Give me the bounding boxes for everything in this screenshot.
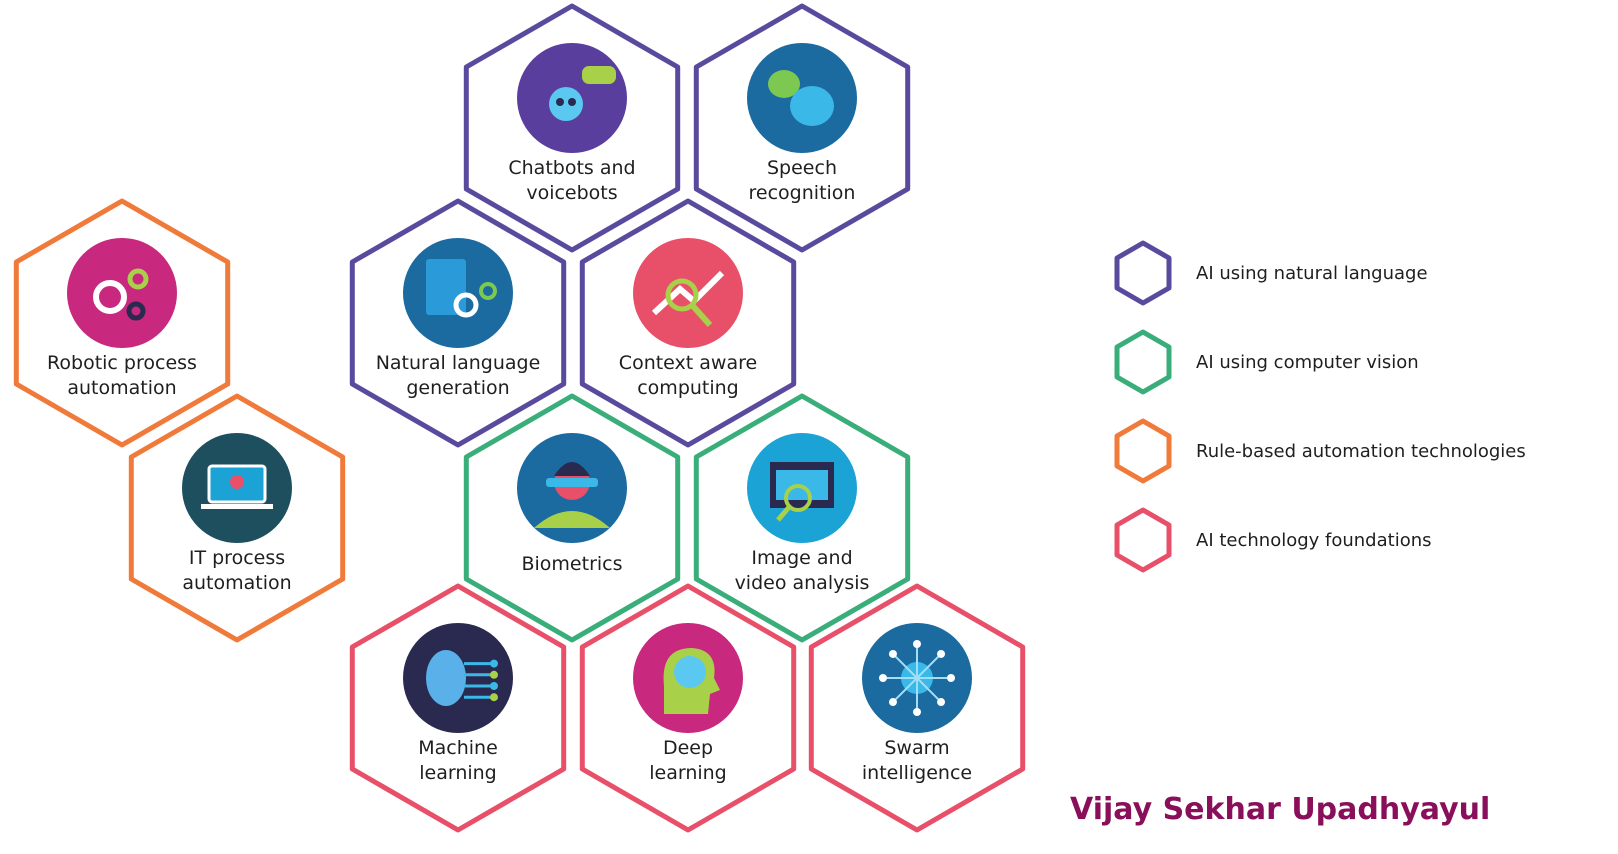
hexagon-label: Biometrics (521, 553, 622, 575)
film-magnifier-icon (747, 433, 857, 543)
face-scan-icon (517, 433, 627, 543)
legend-label: AI technology foundations (1196, 530, 1432, 551)
legend-hexagon-icon (1114, 329, 1172, 395)
head-brain-icon (633, 623, 743, 733)
hexagon-label: Speech (767, 157, 837, 179)
hexagon-label: Chatbots and (508, 157, 635, 179)
hexagon-label: Machine (418, 737, 498, 759)
legend-label: AI using computer vision (1196, 352, 1419, 373)
hexagon-label: automation (182, 572, 291, 594)
document-gears-icon (403, 238, 513, 348)
speech-bubbles-icon (747, 43, 857, 153)
hexagon-label: IT process (189, 547, 285, 569)
hexagon-biometrics: Biometrics (463, 393, 681, 643)
hexagon-context: Context aware computing (579, 198, 797, 448)
hexagon-label: Robotic process (47, 352, 197, 374)
hexagon-label: Natural language (376, 352, 541, 374)
legend-hexagon-icon (1114, 507, 1172, 573)
legend-hexagon-icon (1114, 240, 1172, 306)
legend-label: Rule-based automation technologies (1196, 441, 1526, 462)
brain-circuit-icon (403, 623, 513, 733)
hexagon-label: automation (67, 377, 176, 399)
hexagon-label: learning (649, 762, 727, 784)
hexagon-label: Image and (751, 547, 852, 569)
gears-icon (67, 238, 177, 348)
hexagon-swarm: Swarm intelligence (808, 583, 1026, 833)
hexagon-nlg: Natural language generation (349, 198, 567, 448)
hexagon-chatbots: Chatbots and voicebots (463, 3, 681, 253)
hexagon-ml: Machine learning (349, 583, 567, 833)
magnifier-chart-icon (633, 238, 743, 348)
hexagon-dl: Deep learning (579, 583, 797, 833)
hexagon-itpa: IT process automation (128, 393, 346, 643)
laptop-bulb-icon (182, 433, 292, 543)
hexagon-label: Context aware (619, 352, 757, 374)
hexagon-speech: Speech recognition (693, 3, 911, 253)
legend-item-found: AI technology foundations (1114, 507, 1432, 573)
hexagon-label: generation (406, 377, 509, 399)
legend: AI using natural language AI using comput… (1114, 240, 1526, 573)
legend-item-nl: AI using natural language (1114, 240, 1428, 306)
hexagon-image: Image and video analysis (693, 393, 911, 643)
author-name: Vijay Sekhar Upadhyayul (1070, 792, 1491, 827)
legend-item-rule: Rule-based automation technologies (1114, 418, 1526, 484)
hexagon-label: voicebots (526, 182, 617, 204)
hexagon-label: learning (419, 762, 497, 784)
hexagon-label: recognition (749, 182, 856, 204)
legend-label: AI using natural language (1196, 263, 1428, 284)
hexagon-label: computing (637, 377, 739, 399)
chatbot-icon (517, 43, 627, 153)
network-icon (862, 623, 972, 733)
hexagon-label: intelligence (862, 762, 972, 784)
hexagon-label: video analysis (735, 572, 870, 594)
legend-item-cv: AI using computer vision (1114, 329, 1419, 395)
hexagon-label: Swarm (884, 737, 949, 759)
legend-hexagon-icon (1114, 418, 1172, 484)
hexagon-rpa: Robotic process automation (13, 198, 231, 448)
hexagon-label: Deep (663, 737, 713, 759)
